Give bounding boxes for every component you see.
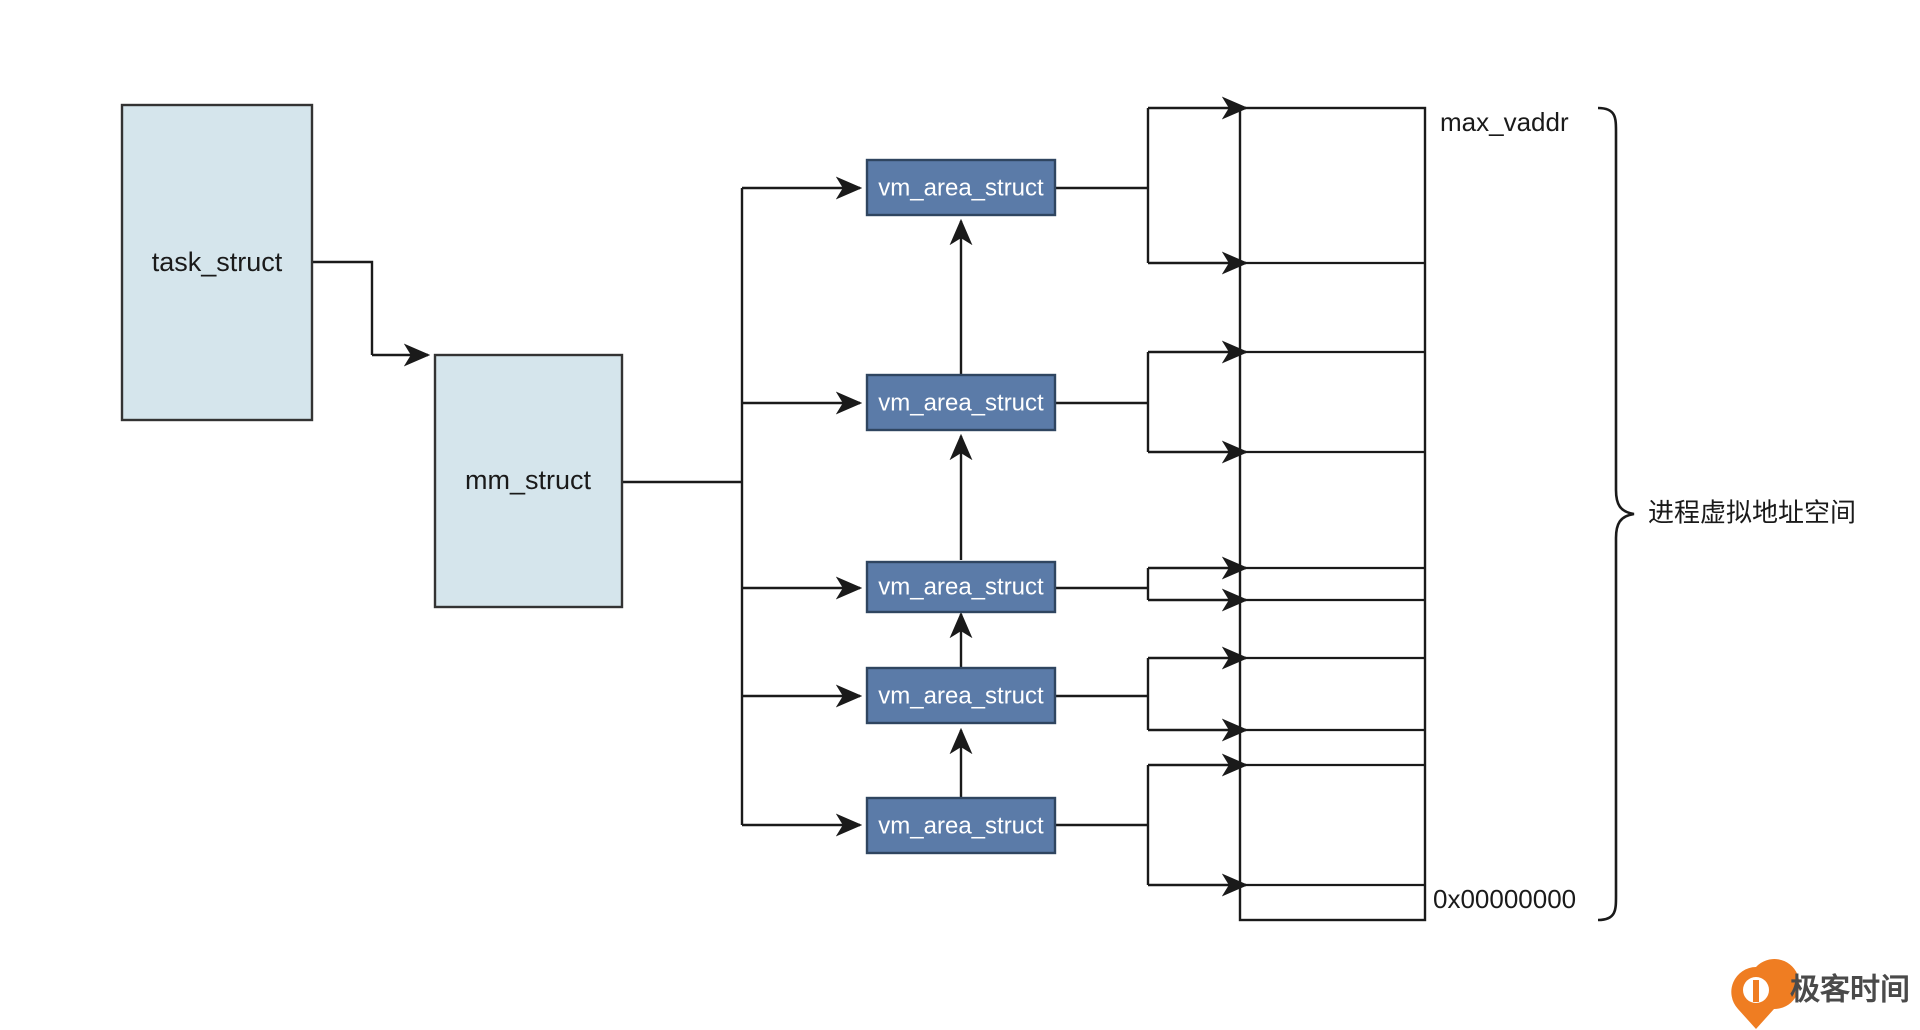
connector-vma3-to-region3 (1055, 556, 1249, 612)
vm-area-struct-label: vm_area_struct (878, 389, 1044, 416)
connector-vma1-to-region1 (1055, 96, 1249, 275)
address-space-column (1238, 106, 1427, 922)
mm-struct-label: mm_struct (465, 465, 592, 495)
geektime-logo-icon (1731, 959, 1800, 1029)
address-space-brace (1597, 106, 1635, 922)
connector-vma5-to-region5 (1055, 753, 1249, 897)
node-task-struct[interactable]: task_struct (120, 103, 314, 422)
node-vm-area-struct-5[interactable]: vm_area_struct (865, 796, 1057, 855)
address-space-brace-label: 进程虚拟地址空间 (1648, 499, 1856, 529)
geektime-watermark: 极客时间 (1731, 959, 1910, 1029)
connector-vma4-to-region4 (1055, 646, 1249, 742)
connector-mm-to-vma-list (622, 176, 863, 837)
node-vm-area-struct-3[interactable]: vm_area_struct (865, 560, 1057, 614)
vm-area-struct-label: vm_area_struct (878, 682, 1044, 709)
node-mm-struct[interactable]: mm_struct (433, 353, 624, 609)
node-vm-area-struct-1[interactable]: vm_area_struct (865, 158, 1057, 217)
connector-vma2-to-region2 (1055, 340, 1249, 464)
node-vm-area-struct-2[interactable]: vm_area_struct (865, 373, 1057, 432)
task-struct-label: task_struct (152, 247, 283, 277)
vm-area-struct-label: vm_area_struct (878, 573, 1044, 600)
geektime-watermark-text: 极客时间 (1790, 973, 1910, 1008)
vm-area-struct-label: vm_area_struct (878, 174, 1044, 201)
vm-area-struct-label: vm_area_struct (878, 812, 1044, 839)
min-vaddr-label: 0x00000000 (1433, 884, 1576, 914)
node-vm-area-struct-4[interactable]: vm_area_struct (865, 666, 1057, 725)
max-vaddr-label: max_vaddr (1440, 107, 1569, 137)
connector-task-to-mm (312, 260, 431, 367)
